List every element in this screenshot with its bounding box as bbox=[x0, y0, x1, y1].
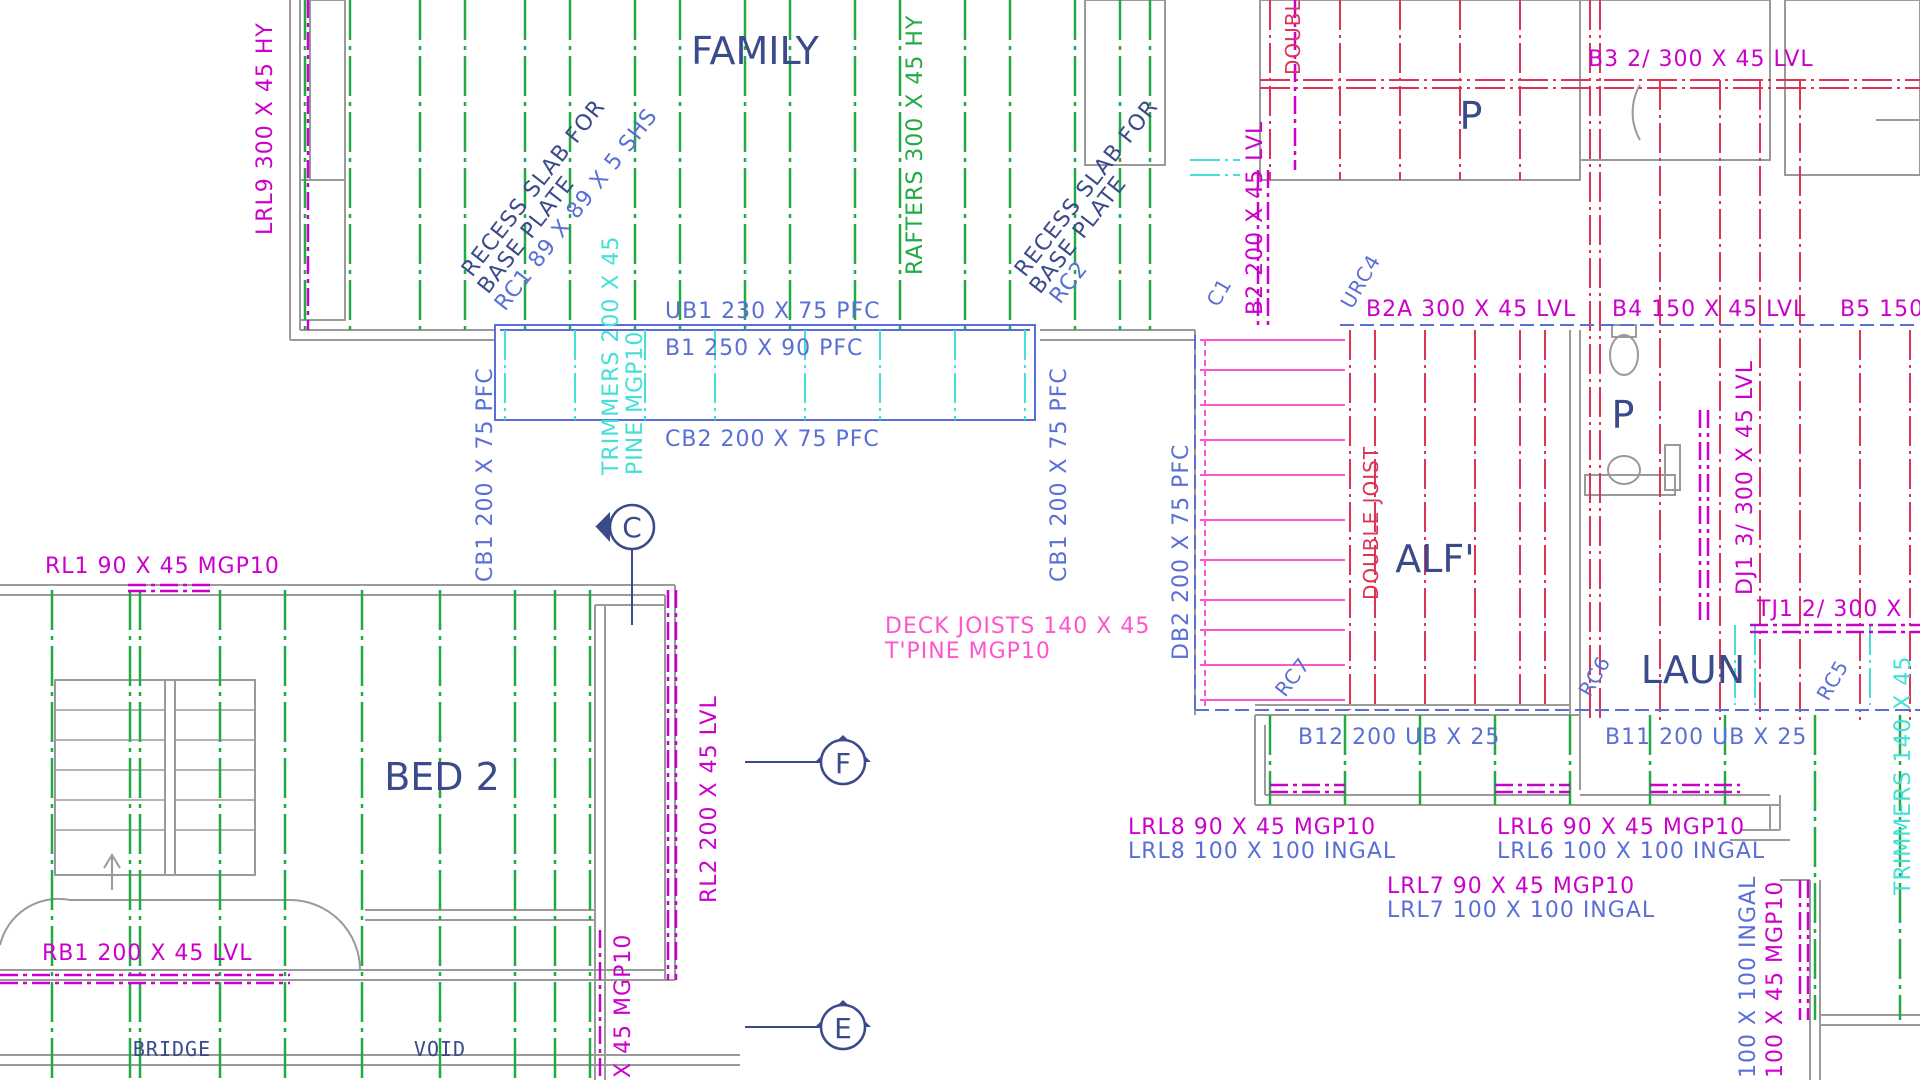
label-rl2: RL2 200 X 45 LVL bbox=[697, 695, 722, 903]
room-p-upper: P bbox=[1460, 94, 1483, 138]
label-b4: B4 150 X 45 LVL bbox=[1612, 297, 1806, 322]
room-labels: FAMILY ALF' LAUN BED 2 P P BRIDGE VOID bbox=[133, 29, 1745, 1061]
room-bridge: BRIDGE bbox=[133, 1037, 211, 1061]
label-b1: B1 250 X 90 PFC bbox=[665, 336, 863, 361]
pink-deck-joists bbox=[1200, 339, 1345, 710]
label-b2: B2 200 X 45 LVL bbox=[1243, 121, 1268, 315]
label-c1: C1 bbox=[1202, 274, 1237, 311]
marker-f-label: F bbox=[835, 747, 851, 780]
label-ingal-bottom: 100 X 100 INGAL bbox=[1736, 876, 1761, 1078]
room-bed2: BED 2 bbox=[384, 755, 500, 799]
label-double-top: DOUBLE bbox=[1281, 0, 1305, 75]
label-cb2: CB2 200 X 75 PFC bbox=[665, 427, 880, 452]
annotations: LRL9 300 X 45 HY RECESS SLAB FOR BASE PL… bbox=[42, 0, 1920, 1078]
label-b12: B12 200 UB X 25 bbox=[1298, 725, 1500, 750]
room-p-lower: P bbox=[1612, 393, 1635, 437]
label-lrl7-a: LRL7 90 X 45 MGP10 bbox=[1387, 874, 1635, 899]
marker-e[interactable]: E bbox=[745, 1000, 871, 1051]
label-cb1-left: CB1 200 X 75 PFC bbox=[473, 367, 498, 582]
label-trimmers-right: TRIMMERS 140 X 45 bbox=[1891, 656, 1916, 896]
label-b5: B5 150 bbox=[1840, 297, 1920, 322]
label-b11: B11 200 UB X 25 bbox=[1605, 725, 1807, 750]
label-x45-mgp10: X 45 MGP10 bbox=[611, 934, 636, 1078]
marker-c[interactable]: C bbox=[595, 503, 656, 625]
cyan-trimmers bbox=[504, 159, 1871, 705]
label-cb1-right: CB1 200 X 75 PFC bbox=[1047, 367, 1072, 582]
label-dj1: DJ1 3/ 300 X 45 LVL bbox=[1733, 360, 1758, 595]
label-rafters: RAFTERS 300 X 45 HY bbox=[903, 15, 928, 275]
label-recess-right: RECESS SLAB FOR bbox=[1010, 95, 1164, 282]
room-family: FAMILY bbox=[691, 29, 819, 73]
label-lrl6-a: LRL6 90 X 45 MGP10 bbox=[1497, 815, 1745, 840]
label-tj1: TJ1 2/ 300 X bbox=[1756, 597, 1902, 622]
marker-c-label: C bbox=[622, 511, 642, 544]
label-ub1: UB1 230 X 75 PFC bbox=[665, 299, 881, 324]
label-b2a: B2A 300 X 45 LVL bbox=[1366, 297, 1576, 322]
label-rb1: RB1 200 X 45 LVL bbox=[42, 941, 253, 966]
label-trimmers-left: TRIMMERS 200 X 45 bbox=[599, 236, 624, 476]
label-pine-left: PINE MGP10 bbox=[623, 331, 648, 475]
blue-beams bbox=[494, 324, 1920, 715]
label-deck-joists-2: T'PINE MGP10 bbox=[884, 639, 1051, 664]
red-joists bbox=[1260, 0, 1920, 720]
room-alf: ALF' bbox=[1395, 537, 1474, 581]
marker-e-label: E bbox=[834, 1012, 852, 1045]
label-b3: B3 2/ 300 X 45 LVL bbox=[1588, 47, 1814, 72]
room-laun: LAUN bbox=[1641, 648, 1745, 692]
label-rl1: RL1 90 X 45 MGP10 bbox=[45, 554, 280, 579]
label-x45-bottom: 100 X 45 MGP10 bbox=[1763, 881, 1788, 1078]
label-lrl8-b: LRL8 100 X 100 INGAL bbox=[1128, 839, 1396, 864]
marker-f[interactable]: F bbox=[745, 735, 871, 786]
label-lrl8-a: LRL8 90 X 45 MGP10 bbox=[1128, 815, 1376, 840]
label-db2: DB2 200 X 75 PFC bbox=[1169, 444, 1194, 660]
label-deck-joists-1: DECK JOISTS 140 X 45 bbox=[885, 614, 1150, 639]
label-double-joist: DOUBLE JOIST bbox=[1359, 446, 1383, 600]
room-void: VOID bbox=[414, 1037, 466, 1061]
green-joists bbox=[50, 0, 1902, 1080]
label-rc7: RC7 bbox=[1270, 653, 1315, 701]
label-rc5: RC5 bbox=[1812, 656, 1854, 705]
label-lrl9: LRL9 300 X 45 HY bbox=[253, 22, 278, 235]
label-lrl7-b: LRL7 100 X 100 INGAL bbox=[1387, 898, 1655, 923]
label-lrl6-b: LRL6 100 X 100 INGAL bbox=[1497, 839, 1765, 864]
